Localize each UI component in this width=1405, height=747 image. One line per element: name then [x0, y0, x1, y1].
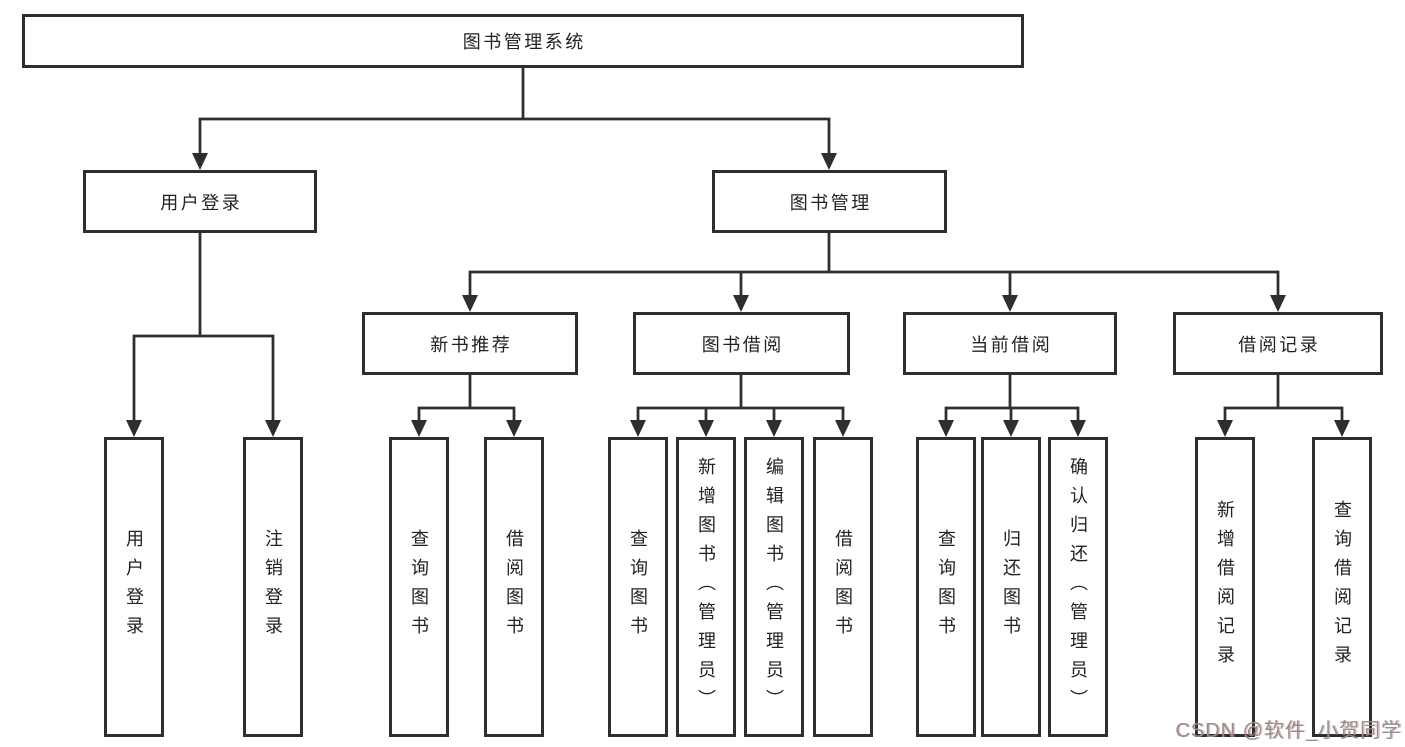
node-current-borrow-label: 当前借阅: [970, 334, 1053, 355]
node-book-borrow: 图书借阅: [633, 312, 850, 375]
node-book-mgmt-label: 图书管理: [789, 192, 872, 213]
node-book-borrow-label: 图书借阅: [701, 334, 784, 355]
connector-new-book-children: [411, 373, 522, 437]
node-new-book-recommend: 新书推荐: [362, 312, 578, 375]
leaf-borrow-books-recommend-label: 借阅图书: [504, 529, 524, 645]
node-borrow-records: 借阅记录: [1173, 312, 1383, 375]
connector-borrow-records-children: [1217, 373, 1350, 437]
leaf-search-books-recommend-label: 查询图书: [409, 529, 429, 645]
connector-book-mgmt-to-level3: [462, 231, 1286, 312]
leaf-add-borrow-record: 新增借阅记录: [1195, 437, 1255, 737]
leaf-search-books-current-label: 查询图书: [936, 529, 956, 645]
leaf-return-books: 归还图书: [981, 437, 1041, 737]
connector-root-to-level2: [192, 66, 837, 170]
leaf-search-borrow-record-label: 查询借阅记录: [1332, 500, 1352, 674]
node-user-login-label: 用户登录: [160, 192, 243, 213]
leaf-edit-book-admin: 编辑图书（管理员）: [744, 437, 804, 737]
node-current-borrow: 当前借阅: [903, 312, 1117, 375]
leaf-search-books-recommend: 查询图书: [389, 437, 449, 737]
leaf-search-books-borrow: 查询图书: [608, 437, 668, 737]
leaf-borrow-books: 借阅图书: [813, 437, 873, 737]
connector-current-borrow-children: [938, 373, 1086, 437]
leaf-add-borrow-record-label: 新增借阅记录: [1215, 500, 1235, 674]
node-user-login: 用户登录: [83, 170, 317, 233]
leaf-borrow-books-label: 借阅图书: [833, 529, 853, 645]
leaf-logout: 注销登录: [243, 437, 303, 737]
node-book-mgmt: 图书管理: [712, 170, 947, 233]
leaf-return-books-label: 归还图书: [1001, 529, 1021, 645]
node-root-label: 图书管理系统: [462, 32, 586, 52]
leaf-confirm-return-admin-label: 确认归还（管理员）: [1068, 456, 1088, 718]
leaf-edit-book-admin-label: 编辑图书（管理员）: [764, 456, 784, 718]
node-root: 图书管理系统: [22, 14, 1024, 68]
leaf-add-book-admin-label: 新增图书（管理员）: [696, 456, 716, 718]
watermark-text: CSDN @软件_小贺同学: [1175, 720, 1402, 742]
leaf-search-books-current: 查询图书: [916, 437, 976, 737]
node-borrow-records-label: 借阅记录: [1238, 334, 1321, 355]
connector-user-login-children: [126, 231, 281, 437]
leaf-borrow-books-recommend: 借阅图书: [484, 437, 544, 737]
leaf-user-login: 用户登录: [104, 437, 164, 737]
leaf-add-book-admin: 新增图书（管理员）: [676, 437, 736, 737]
leaf-logout-label: 注销登录: [263, 529, 283, 645]
node-new-book-recommend-label: 新书推荐: [430, 334, 513, 355]
leaf-search-borrow-record: 查询借阅记录: [1312, 437, 1372, 737]
leaf-search-books-borrow-label: 查询图书: [628, 529, 648, 645]
leaf-confirm-return-admin: 确认归还（管理员）: [1048, 437, 1108, 737]
leaf-user-login-label: 用户登录: [124, 529, 144, 645]
connector-book-borrow-children: [630, 373, 851, 437]
